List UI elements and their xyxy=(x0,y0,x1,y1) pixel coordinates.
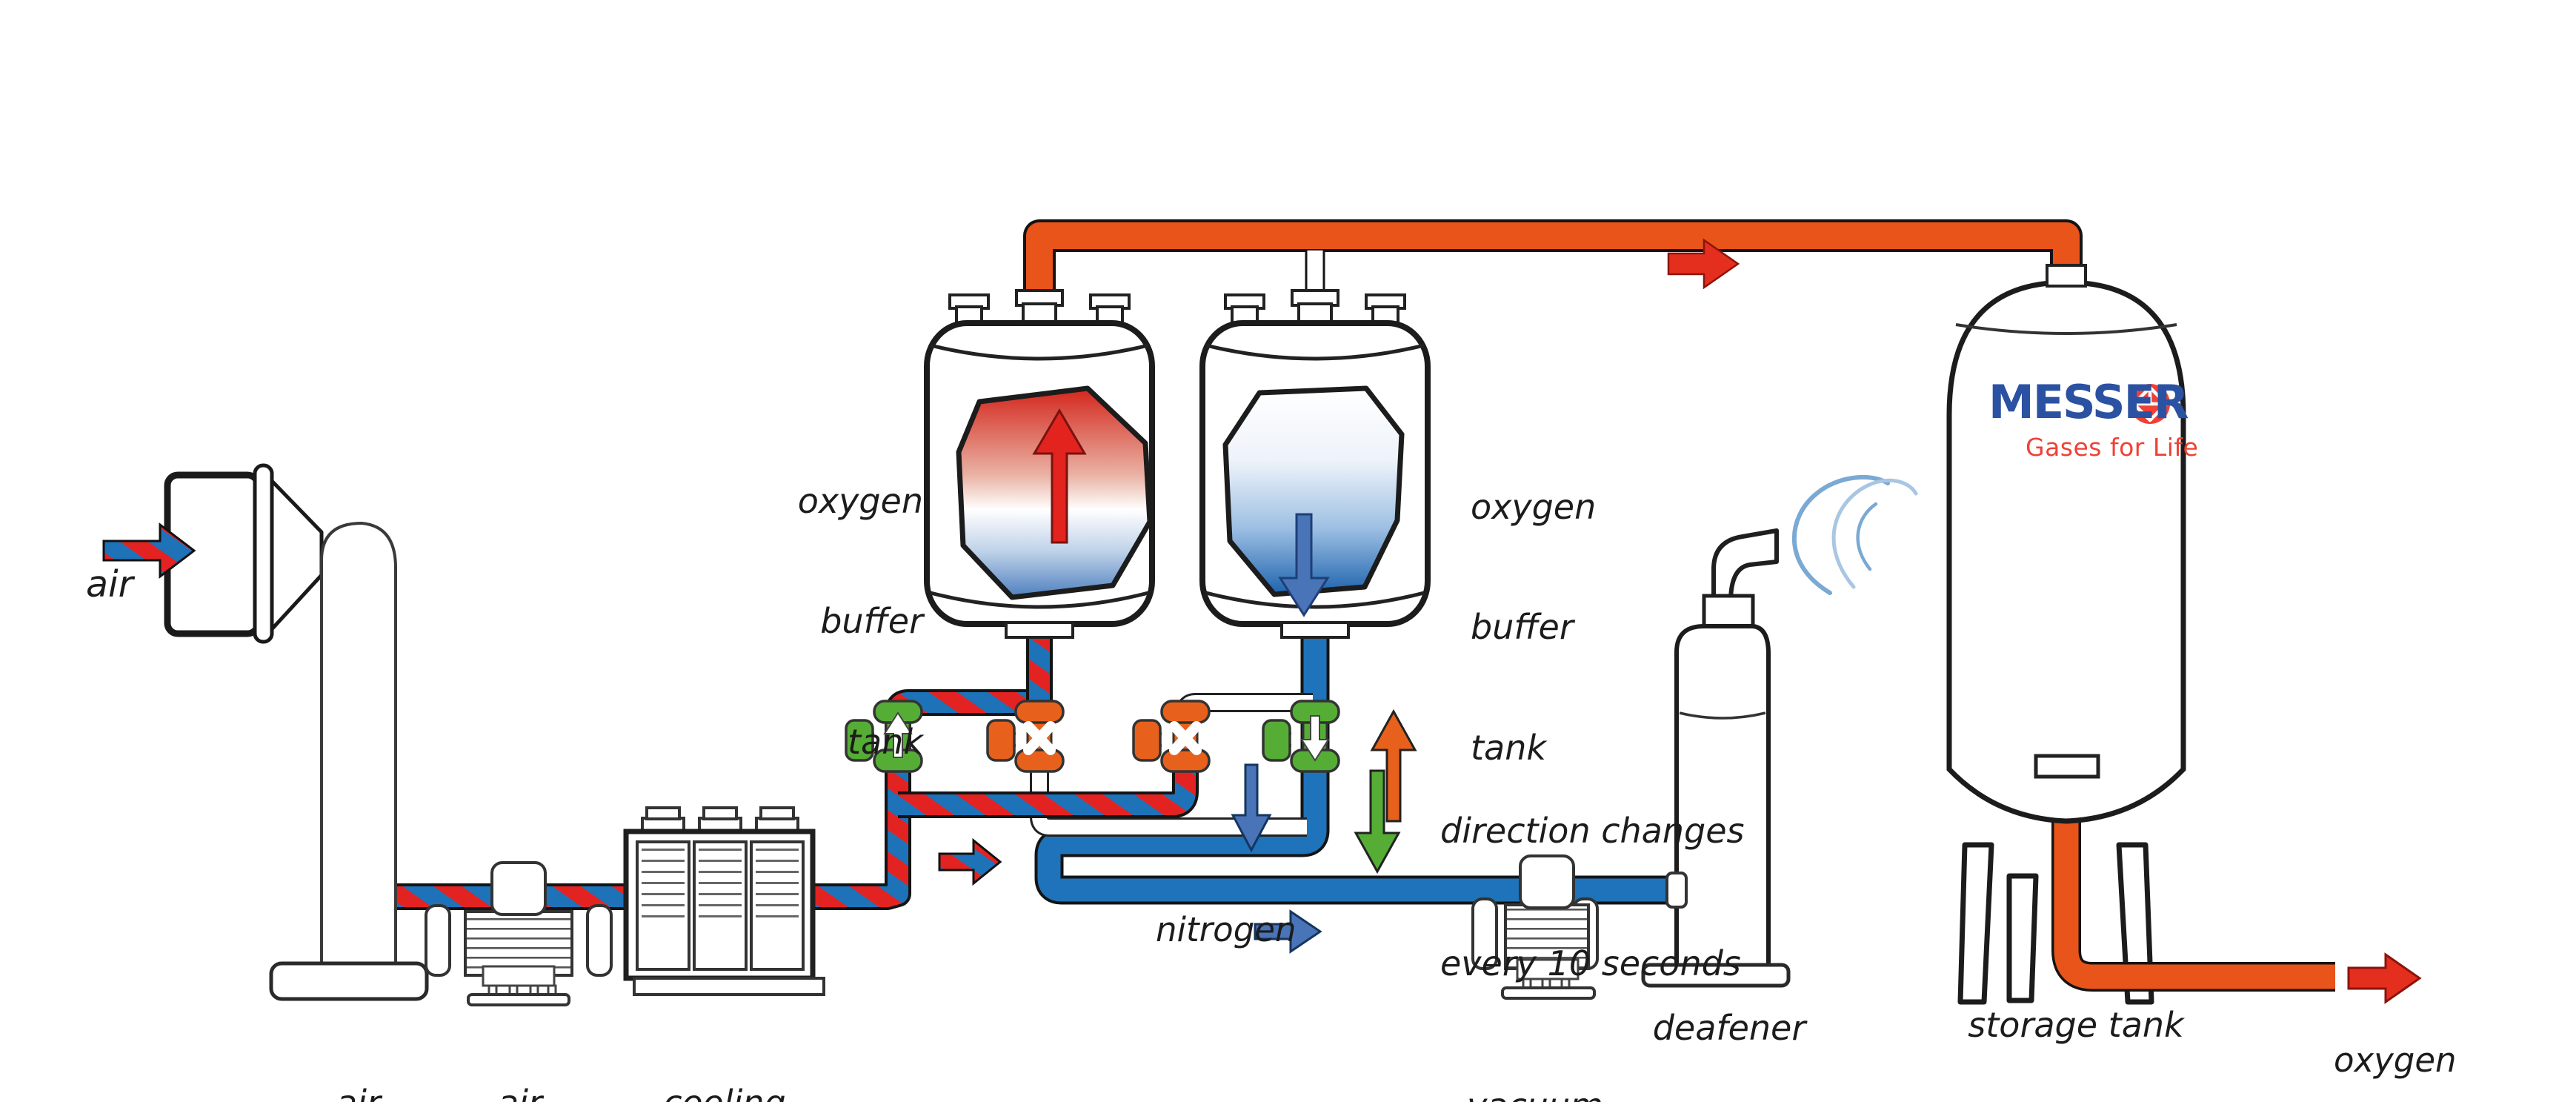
oxygen-transfer-arrow xyxy=(1667,238,1740,290)
valve-closed-x-icon xyxy=(1169,721,1202,755)
deafener-body xyxy=(1674,624,1771,969)
direction-up-arrow xyxy=(1370,708,1417,823)
storage-tank-outlet-collar xyxy=(2034,754,2100,779)
direction-down-arrow xyxy=(1354,769,1401,874)
storage-tank-body xyxy=(1946,279,2186,824)
valve-open-down-icon xyxy=(1300,715,1330,762)
valve-feed-riser xyxy=(845,700,923,773)
valve-open-up-icon xyxy=(883,711,913,758)
vacuum-pump-flange xyxy=(1501,986,1596,1000)
storage-tank xyxy=(1946,264,2335,1005)
feed-flow-arrow xyxy=(938,837,1002,886)
deafener-inlet xyxy=(1665,872,1688,909)
oxygen-out-pipe xyxy=(2054,765,2335,989)
messer-emblem-icon xyxy=(2130,384,2170,424)
label-air-blower: air blower xyxy=(463,1002,578,1102)
air-blower xyxy=(425,861,613,1006)
nitrogen-pipe xyxy=(1037,634,1676,902)
valve-left-tank-evac xyxy=(986,700,1065,773)
deafener-stack xyxy=(1711,528,1779,604)
air-filter-rim xyxy=(253,463,274,644)
label-direction-note: direction changes every 10 seconds xyxy=(1440,810,1745,983)
air-blower-flange xyxy=(467,993,570,1006)
exhaust-swirl-icon xyxy=(1792,474,1918,595)
buffer-tank-right xyxy=(1199,289,1431,639)
feed-branch-to-valve3 xyxy=(898,765,1196,815)
vacuum-pump-cap xyxy=(1519,854,1575,909)
vacuum-pump xyxy=(1471,854,1599,1000)
air-inflow-arrow xyxy=(102,522,196,580)
label-nitrogen: nitrogen xyxy=(1156,910,1297,949)
valve-right-tank-feed xyxy=(1132,700,1211,773)
label-vacuum-pump: vacuum pump xyxy=(1467,1005,1603,1102)
buffer-tank-left xyxy=(924,289,1155,639)
deafener xyxy=(1641,474,1918,988)
messer-logo-text: MESSER xyxy=(1988,375,2189,429)
air-blower-cap xyxy=(490,861,547,916)
label-cooling-unit: cooling unit xyxy=(663,1002,786,1102)
air-filter-column xyxy=(320,521,397,989)
label-oxygen-out: oxygen xyxy=(2334,1040,2457,1080)
valve-closed-x-icon xyxy=(1023,721,1056,755)
air-filter xyxy=(164,463,429,1001)
valve-right-tank-evac xyxy=(1262,700,1340,773)
cooling-unit-base xyxy=(633,977,825,996)
messer-logo-tagline: Gases for Life xyxy=(2026,433,2199,462)
oxygen-up-arrow xyxy=(1032,408,1087,544)
oxygen-product-arrow xyxy=(2347,952,2422,1004)
label-storage-tank: storage tank xyxy=(1968,1005,2184,1045)
nitrogen-flow-arrow xyxy=(1254,909,1322,954)
nitrogen-down-arrow xyxy=(1278,513,1330,617)
label-air-filter: air filter xyxy=(319,1002,399,1102)
buffer-tank-right-gas-blob xyxy=(1222,385,1405,597)
oxygen-transfer-pipe-outline xyxy=(1023,219,2083,328)
direction-change-arrows xyxy=(1354,708,1417,874)
cooling-unit xyxy=(623,806,825,996)
label-deafener: deafener xyxy=(1652,1008,1806,1048)
label-buffer-tank-right: oxygen buffer tank xyxy=(1471,486,1597,769)
label-air-in: air xyxy=(86,563,133,605)
storage-tank-top-collar xyxy=(2046,264,2087,288)
label-buffer-tank-left: oxygen buffer tank xyxy=(797,480,923,763)
air-filter-base xyxy=(269,961,429,1001)
air-filter-cone xyxy=(269,478,324,632)
deafener-base xyxy=(1641,963,1791,988)
valves-down-flow-arrow xyxy=(1231,763,1272,853)
